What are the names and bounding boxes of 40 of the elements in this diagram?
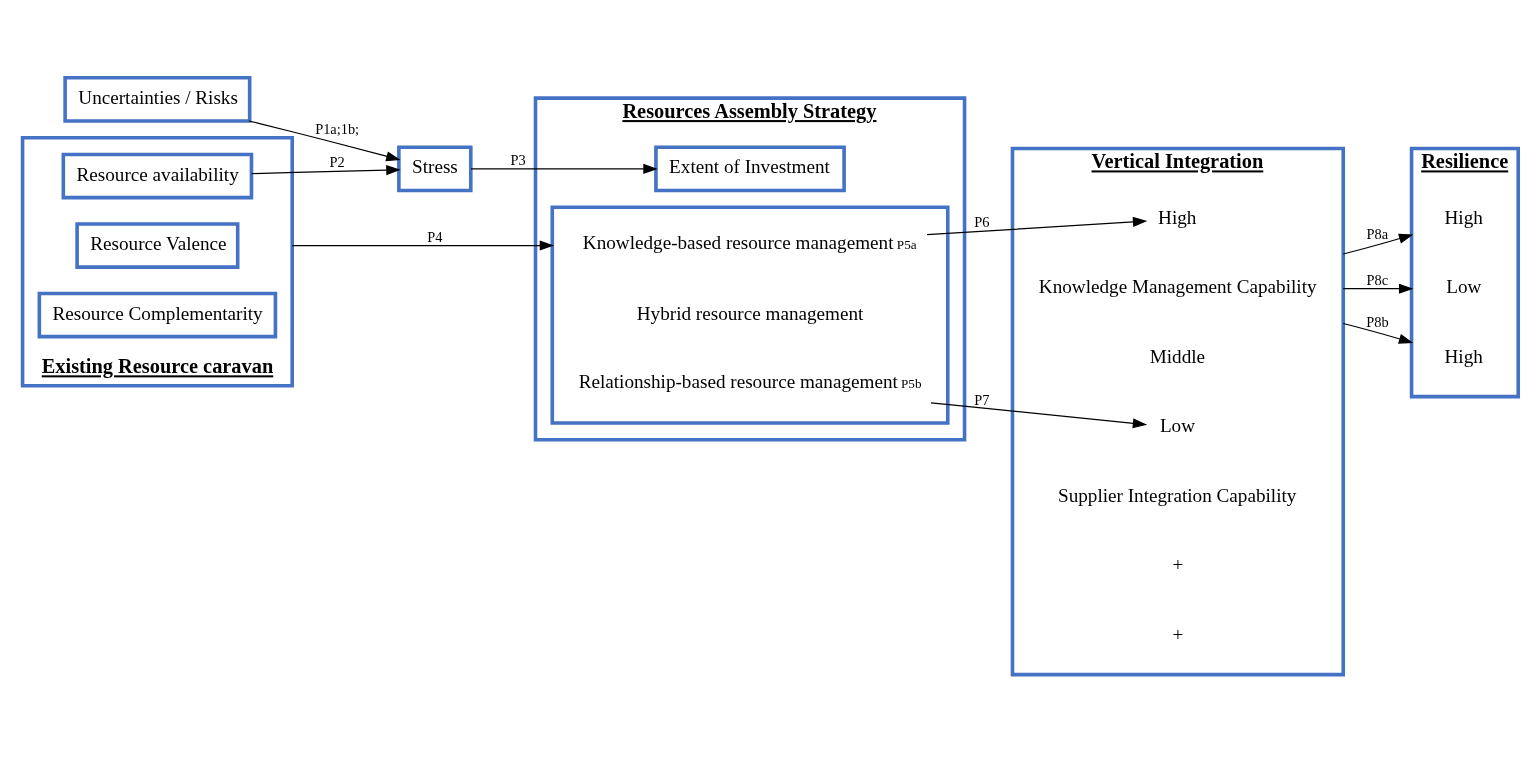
arrow: [470, 163, 658, 174]
node-text: Knowledge Management Capability: [1038, 275, 1317, 297]
node-text: High: [1158, 206, 1197, 228]
node-box: Resource Complementarity: [37, 291, 278, 338]
edge-label: P8a: [1366, 225, 1389, 242]
node-label: P5b: [901, 375, 922, 391]
arrow: [1342, 233, 1414, 255]
arrow: [248, 119, 401, 161]
arrow: [1342, 322, 1414, 344]
node-box: Uncertainties / Risks: [63, 75, 252, 123]
node-box: Stress: [397, 145, 473, 192]
node-text: Knowledge-based resource management: [582, 231, 894, 253]
node-label: P5a: [896, 236, 917, 252]
edge-label: P8b: [1366, 313, 1389, 330]
label: +: [1172, 623, 1184, 645]
arrow: [251, 164, 401, 175]
node-text: Supplier Integration Capability: [1058, 484, 1297, 506]
edge-label: P8c: [1366, 271, 1389, 288]
edge-label: P6: [974, 213, 990, 230]
node-box: Extent of Investment: [654, 145, 846, 192]
node-text: Hybrid resource management: [636, 302, 864, 324]
arrow: [926, 216, 1148, 235]
arrow: [291, 240, 555, 251]
label: +: [1172, 553, 1184, 575]
node-text: Middle: [1149, 345, 1206, 367]
cluster: [550, 204, 950, 425]
edge-label: P3: [510, 151, 526, 168]
node-box: Resource Valence: [75, 221, 240, 269]
edge-label: P7: [974, 390, 990, 407]
node-text: High: [1444, 206, 1483, 228]
edge-label: P2: [329, 153, 345, 170]
node-text: Low: [1446, 275, 1482, 297]
edge-label: P1a;1b;: [315, 120, 360, 137]
arrow: [1342, 283, 1414, 294]
node-text: High: [1444, 345, 1483, 367]
node-text: Relationship-based resource management: [578, 370, 898, 392]
arrow: [930, 401, 1148, 428]
node-box: Resource availability: [61, 152, 254, 199]
node-text: Low: [1159, 414, 1196, 436]
edge-label: P4: [427, 228, 443, 244]
